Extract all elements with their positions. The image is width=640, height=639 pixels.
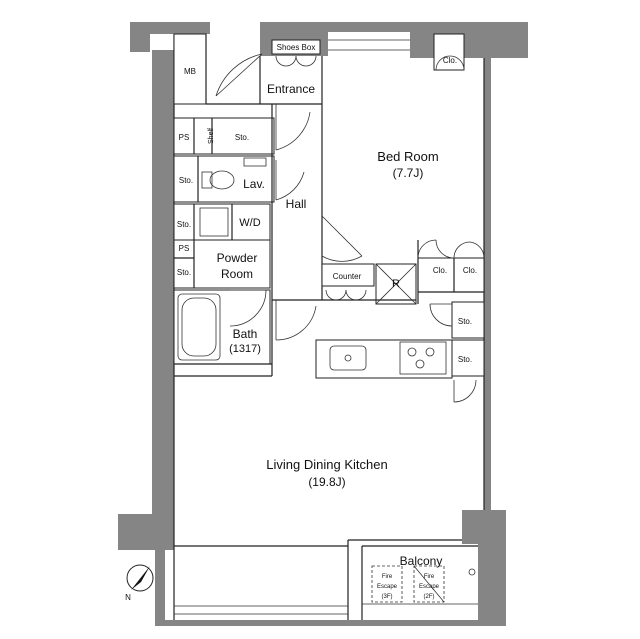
- label-fire-escape-2f-line2: Escape: [419, 584, 440, 590]
- label-wd: W/D: [239, 217, 260, 229]
- label-storage-5: Sto.: [458, 317, 472, 326]
- label-storage-3: Sto.: [177, 220, 191, 229]
- label-fire-escape-2f-floor: (2F): [424, 594, 435, 600]
- compass-circle: [126, 564, 154, 592]
- wall-left-lower: [118, 514, 174, 550]
- label-storage-4: Sto.: [177, 268, 191, 277]
- label-storage-1: Sto.: [235, 133, 249, 142]
- label-shelf: Shelf: [208, 128, 215, 144]
- label-fire-escape-3f-line1: Fire: [382, 574, 393, 580]
- wall-top-window: [328, 22, 410, 32]
- interior-lines: [173, 33, 485, 620]
- wall-top-right-block: [410, 22, 528, 58]
- label-bed-room: Bed Room: [377, 149, 438, 164]
- label-mb: MB: [184, 67, 196, 76]
- label-fire-escape-2f-line1: Fire: [424, 574, 435, 580]
- wall-right-lower: [462, 510, 506, 544]
- label-ps-2: PS: [179, 244, 190, 253]
- compass: N: [125, 564, 154, 602]
- label-bath-size: (1317): [229, 343, 261, 355]
- label-counter: Counter: [333, 272, 362, 281]
- label-balcony: Balcony: [400, 554, 443, 568]
- label-storage-6: Sto.: [458, 355, 472, 364]
- label-powder-room-2: Room: [221, 267, 253, 281]
- label-ldk: Living Dining Kitchen: [266, 457, 387, 472]
- label-closet-top-right: Clo.: [443, 56, 457, 65]
- label-closet-1: Clo.: [433, 266, 447, 275]
- label-refrigerator: R: [392, 278, 400, 290]
- label-closet-2: Clo.: [463, 266, 477, 275]
- fire-escape-3f-hatch: [371, 565, 403, 603]
- wall-right: [484, 58, 491, 510]
- wall-right-bottom: [478, 544, 506, 626]
- wall-left-bottom: [155, 550, 165, 626]
- wall-top-left: [150, 22, 210, 34]
- compass-north-label: N: [125, 593, 131, 602]
- label-storage-2: Sto.: [179, 176, 193, 185]
- label-lav: Lav.: [243, 177, 265, 191]
- fire-escape-2f-hatch: [413, 565, 445, 603]
- room-labels: Shoes Box MB Entrance Clo. Bed Room (7.7…: [177, 43, 477, 600]
- north-arrow-icon: [131, 566, 150, 590]
- label-fire-escape-3f-line2: Escape: [377, 584, 398, 590]
- label-powder-room-1: Powder: [217, 251, 258, 265]
- label-ps-1: PS: [179, 133, 190, 142]
- wall-bottom: [165, 620, 495, 626]
- doors: [215, 53, 485, 403]
- label-ldk-size: (19.8J): [308, 475, 345, 489]
- label-fire-escape-3f-floor: (3F): [382, 594, 393, 600]
- wall-top-left-corner: [130, 22, 150, 52]
- label-hall: Hall: [286, 197, 307, 211]
- label-bath: Bath: [233, 327, 258, 341]
- label-bed-room-size: (7.7J): [393, 166, 424, 180]
- entrance-door: [215, 53, 263, 97]
- label-entrance: Entrance: [267, 82, 315, 96]
- wall-left: [152, 50, 174, 530]
- label-shoes-box: Shoes Box: [277, 43, 316, 52]
